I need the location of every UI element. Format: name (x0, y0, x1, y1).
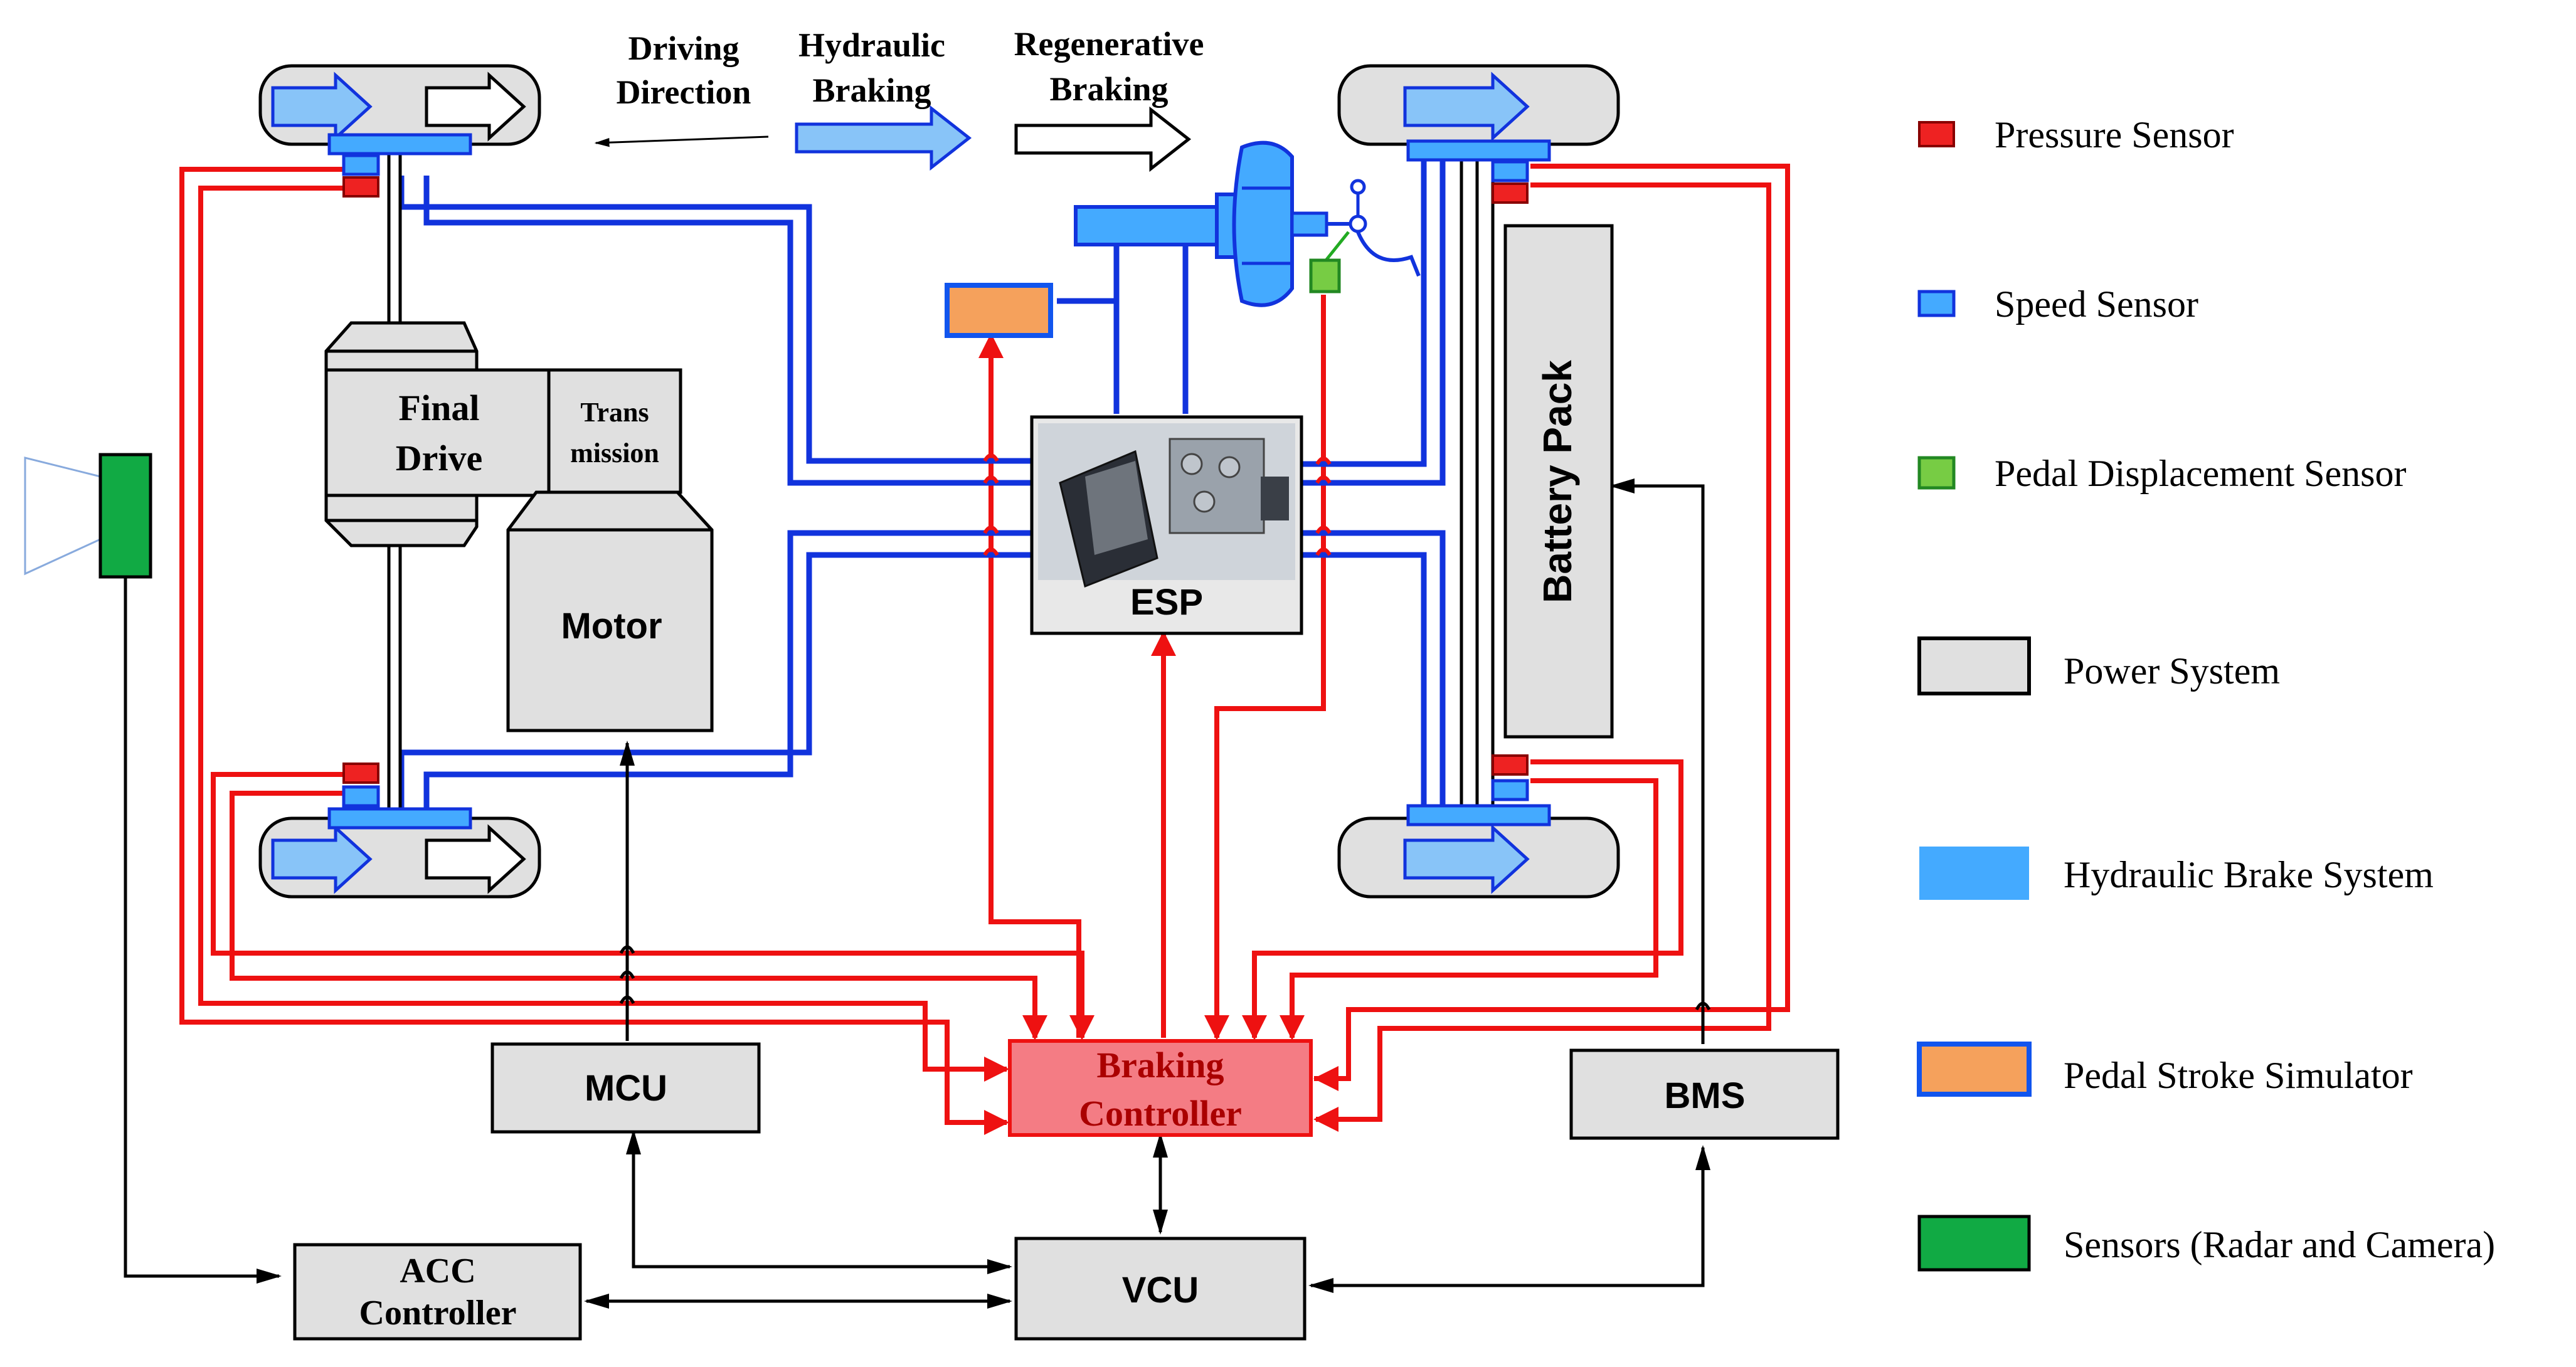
legend-item-radar-camera-sensors: Sensors (Radar and Camera) (1917, 1215, 2495, 1272)
power-system-swatch-icon (1917, 636, 2031, 695)
vcu-label: VCU (1122, 1270, 1199, 1311)
speed-sensor-icon (342, 785, 380, 808)
esp-label: ESP (1130, 582, 1203, 623)
right-axle (1460, 150, 1495, 809)
pressure-sensor-icon (342, 763, 379, 784)
driving-direction-label: Driving (628, 29, 739, 67)
transmission-block: Trans mission (547, 368, 682, 494)
hydraulic-brake-swatch-icon (1919, 847, 2029, 900)
braking-controller: Braking Controller (1008, 1039, 1313, 1137)
bms-block: BMS (1569, 1048, 1840, 1140)
speed-sensor-swatch-icon (1917, 290, 1956, 317)
legend-item-pedal-stroke-simulator: Pedal Stroke Simulator (1917, 1042, 2413, 1097)
pedal-stroke-swatch-icon (1917, 1042, 2032, 1097)
final-drive-block: Final Drive (324, 321, 551, 547)
regenerative-braking-arrow-icon (1014, 106, 1192, 172)
bms-label: BMS (1665, 1075, 1746, 1116)
radar-camera-swatch-icon (1917, 1215, 2031, 1272)
acc-controller-block: ACC Controller (293, 1243, 582, 1341)
pressure-sensor-icon (1492, 182, 1529, 204)
regen-arrow-icon (425, 824, 526, 894)
legend-label: Hydraulic Brake System (2064, 854, 2434, 895)
speed-sensor-icon (342, 154, 380, 176)
pressure-sensor-icon (1492, 754, 1529, 776)
final-drive-label: Final (399, 388, 480, 428)
hydraulic-braking-arrow-icon (795, 105, 972, 171)
legend: Pressure Sensor Speed Sensor Pedal Displ… (1917, 114, 2495, 1272)
regenerative-braking-label: Regenerative (1014, 25, 1204, 63)
rear-left-caliper (327, 763, 472, 830)
signal-crossover-marks (619, 945, 1711, 1011)
legend-item-speed-sensor: Speed Sensor (1917, 283, 2198, 325)
braking-controller-label-line2: Controller (1079, 1093, 1242, 1134)
line-crossover-marks (983, 453, 1332, 556)
direction-indicators: Driving Direction Hydraulic Braking Rege… (594, 25, 1204, 172)
pedal-displacement-sensor-icon (1309, 258, 1341, 293)
brake-booster-assembly (1074, 140, 1421, 307)
hydraulic-arrow-icon (1403, 71, 1530, 142)
acc-controller-label-line2: Controller (359, 1294, 517, 1333)
transmission-label: Trans (580, 397, 649, 428)
motor-block: Motor (506, 490, 714, 732)
regenerative-braking-label-line2: Braking (1049, 70, 1168, 108)
hydraulic-braking-label-line2: Braking (812, 71, 931, 109)
legend-label: Pedal Stroke Simulator (2064, 1055, 2413, 1096)
front-right-wheel (1337, 64, 1620, 146)
hydraulic-braking-label: Hydraulic (798, 26, 945, 64)
hydraulic-arrow-icon (271, 71, 373, 142)
legend-item-pressure-sensor: Pressure Sensor (1918, 114, 2234, 156)
pressure-sensor-icon (342, 176, 379, 198)
esp-module-icon (1059, 438, 1289, 588)
brake-booster-icon (1232, 140, 1294, 307)
legend-label: Power System (2064, 650, 2280, 692)
legend-item-pedal-displacement-sensor: Pedal Displacement Sensor (1917, 453, 2407, 494)
legend-label: Pressure Sensor (1995, 114, 2234, 156)
pressure-signal-lines (179, 164, 1790, 1135)
acc-controller-label: ACC (400, 1252, 475, 1290)
vcu-block: VCU (1014, 1237, 1307, 1341)
hydraulic-arrow-icon (271, 824, 373, 894)
pedal-displacement-swatch-icon (1917, 456, 1956, 490)
braking-controller-label: Braking (1096, 1045, 1224, 1085)
esp-block: ESP (1030, 415, 1303, 635)
rear-right-wheel (1337, 816, 1620, 899)
radar-beam-icon (24, 457, 101, 576)
regen-arrow-icon (425, 71, 526, 142)
mcu-block: MCU (490, 1042, 761, 1134)
front-right-caliper (1406, 139, 1551, 204)
rear-right-caliper (1406, 754, 1551, 826)
rear-left-wheel (258, 816, 541, 899)
legend-item-power-system: Power System (1917, 636, 2280, 695)
pedal-stroke-simulator (945, 283, 1053, 338)
legend-item-hydraulic-brake-system: Hydraulic Brake System (1919, 847, 2434, 900)
legend-label: Pedal Displacement Sensor (1995, 453, 2407, 494)
final-drive-label-line2: Drive (396, 438, 483, 478)
motor-label: Motor (561, 606, 662, 647)
speed-sensor-icon (1491, 779, 1529, 801)
front-left-caliper (327, 133, 472, 198)
pressure-sensor-swatch-icon (1918, 121, 1955, 147)
legend-label: Sensors (Radar and Camera) (2064, 1224, 2495, 1265)
battery-pack: Battery Pack (1503, 224, 1614, 739)
brake-pedal-icon (1356, 231, 1421, 277)
driving-direction-arrow-icon (594, 135, 769, 147)
signal-lines (124, 478, 1710, 1309)
driving-direction-label-line2: Direction (617, 73, 751, 111)
mcu-label: MCU (585, 1068, 667, 1109)
legend-label: Speed Sensor (1995, 283, 2198, 325)
radar-camera-icon (98, 453, 152, 579)
radar-camera-sensor (24, 453, 152, 579)
speed-sensor-icon (1491, 160, 1529, 182)
battery-pack-label: Battery Pack (1535, 360, 1580, 603)
hydraulic-arrow-icon (1403, 824, 1530, 894)
transmission-label-line2: mission (570, 438, 659, 468)
front-left-wheel (258, 64, 541, 146)
